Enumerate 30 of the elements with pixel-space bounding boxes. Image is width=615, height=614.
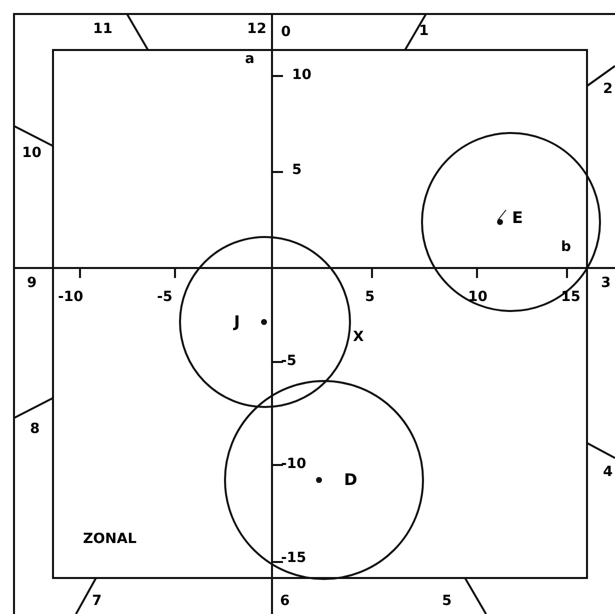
axis-label: -10: [58, 290, 84, 304]
axis-label: a: [245, 52, 254, 66]
axis-label: 5: [292, 163, 302, 177]
point-label: D: [344, 472, 358, 488]
axis-label: 10: [468, 290, 488, 304]
axis-label: 0: [281, 25, 291, 39]
axis-label: -10: [281, 457, 306, 471]
axis-label: 6: [280, 594, 290, 608]
axis-label: 7: [92, 594, 102, 608]
axis-label: -5: [281, 354, 297, 368]
axis-label: 2: [603, 82, 613, 96]
axis-label: 3: [601, 276, 611, 290]
axis-label: 4: [603, 465, 613, 479]
point-label: J: [234, 314, 240, 330]
axis-label: b: [561, 240, 572, 254]
axis-label: 5: [365, 290, 375, 304]
point-label: E: [512, 210, 523, 226]
axis-label: 5: [442, 594, 452, 608]
axis-label: 10: [292, 68, 312, 82]
axis-label: 10: [22, 146, 42, 160]
axis-label: 1: [419, 24, 429, 38]
axis-label: 9: [27, 276, 37, 290]
axis-label: 11: [93, 22, 112, 36]
axis-label: X: [353, 330, 364, 344]
axis-label: -15: [281, 551, 306, 565]
axis-label: ZONAL: [83, 532, 137, 546]
axis-label: 15: [561, 290, 580, 304]
axis-label: 8: [30, 422, 40, 436]
axis-label: -5: [157, 290, 173, 304]
axis-label: 12: [247, 22, 266, 36]
